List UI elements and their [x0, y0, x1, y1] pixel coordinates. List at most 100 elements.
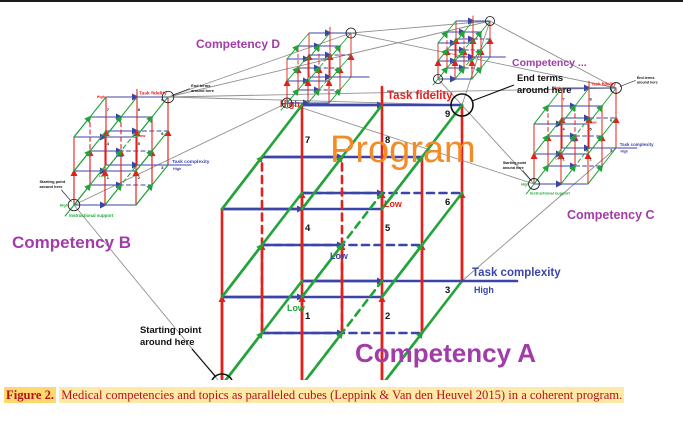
cell-number-2: 2	[590, 158, 592, 162]
cell-number-3: 3	[610, 149, 612, 153]
fidelity-low-label: Low	[138, 134, 146, 138]
start-pointer	[191, 348, 217, 378]
cell-number-7: 7	[107, 107, 110, 112]
support-arrow	[328, 44, 342, 60]
support-arrow	[533, 134, 550, 155]
complexity-low-label: Low	[116, 154, 124, 158]
cell-number-2: 2	[385, 311, 390, 322]
fidelity-label: Task fidelity	[591, 82, 617, 87]
complexity-low-label: Low	[330, 251, 348, 261]
support-arrow	[304, 331, 344, 380]
start-pointer	[522, 170, 532, 182]
cell-number-8: 8	[385, 135, 390, 146]
end-label-line1: End terms	[517, 73, 563, 84]
competency-b-title: Competency B	[12, 233, 131, 252]
support-arrow	[454, 48, 466, 62]
top-rule	[0, 0, 683, 2]
fidelity-low-label: Low	[590, 120, 597, 124]
end-label-line1: End terms	[637, 76, 655, 80]
competency-more-title: Competency ...	[512, 57, 587, 69]
connector-line	[73, 102, 288, 206]
fidelity-low-label: Low	[384, 199, 402, 209]
cell-number-3: 3	[161, 165, 164, 170]
support-arrow	[73, 149, 92, 172]
end-circle	[345, 27, 357, 39]
start-circle	[211, 373, 233, 380]
support-arrow	[328, 88, 342, 104]
end-label-line1: End terms	[191, 83, 211, 88]
support-arrow	[135, 183, 154, 206]
cell-number-5: 5	[138, 141, 141, 146]
complexity-high-label: High	[621, 150, 629, 154]
start-circle	[433, 74, 443, 84]
end-label-line2: around here	[517, 85, 572, 96]
support-arrow	[135, 115, 154, 138]
support-label: Instructional support	[69, 213, 114, 218]
cell-number-7: 7	[305, 135, 310, 146]
support-arrow	[104, 149, 123, 172]
program-title: Program	[330, 129, 476, 171]
support-arrow	[328, 66, 342, 82]
support-arrow	[533, 104, 550, 125]
support-arrow	[307, 88, 321, 104]
cell-number-6: 6	[445, 197, 450, 208]
complexity-label: Task complexity	[620, 142, 654, 147]
support-arrow	[307, 44, 321, 60]
support-arrow	[73, 183, 92, 206]
start-label-line2: around here	[503, 166, 524, 170]
connector-line	[167, 87, 617, 98]
cell-number-1: 1	[305, 311, 310, 322]
cube-4	[432, 15, 506, 86]
end-label-line2: around here	[637, 80, 658, 84]
support-arrow	[220, 243, 264, 299]
end-label-line2: around here	[191, 88, 215, 93]
support-arrow	[104, 183, 123, 206]
complexity-label: Task complexity	[172, 159, 210, 165]
support-arrow	[135, 149, 154, 172]
start-circle	[281, 97, 293, 109]
connector-line	[350, 20, 491, 34]
competency-d-title: Competency D	[196, 37, 280, 51]
start-label-line2: around here	[40, 184, 64, 189]
fidelity-high-label: High	[280, 99, 300, 109]
cell-number-2: 2	[138, 175, 141, 180]
connector-line	[350, 32, 617, 89]
support-arrow	[560, 134, 577, 155]
start-label-line1: Starting point	[140, 325, 202, 336]
caption-text: Medical competencies and topics as paral…	[59, 387, 625, 403]
support-arrow	[380, 155, 424, 211]
competency-c-title: Competency C	[567, 208, 655, 222]
cube-connectors	[73, 20, 617, 380]
support-arrow	[454, 30, 466, 44]
support-arrow	[587, 134, 604, 155]
support-high-label: High	[60, 204, 69, 208]
cell-number-6: 6	[161, 131, 164, 136]
support-arrow	[286, 44, 300, 60]
complexity-low-label: Low	[570, 138, 577, 142]
end-pointer	[471, 84, 515, 102]
support-axis-extension	[525, 183, 535, 195]
cell-number-8: 8	[138, 107, 141, 112]
cell-number-3: 3	[445, 285, 450, 296]
connector-line	[489, 20, 617, 89]
support-low-label: Low	[287, 303, 305, 313]
support-arrow	[286, 66, 300, 82]
start-pointer	[61, 189, 72, 202]
cell-number-1: 1	[107, 175, 110, 180]
figure-label: Figure 2.	[4, 387, 57, 403]
support-arrow	[471, 66, 483, 80]
cell-number-4: 4	[563, 128, 565, 132]
complexity-label: Task complexity	[472, 267, 561, 279]
support-label: Instructional support	[530, 191, 571, 196]
cell-number-4: 4	[305, 223, 311, 234]
support-arrow	[300, 243, 344, 299]
support-axis-extension	[432, 78, 439, 86]
cell-number-9: 9	[445, 109, 450, 120]
support-arrow	[286, 88, 300, 104]
support-arrow	[300, 155, 344, 211]
fidelity-high-label: High	[554, 86, 562, 90]
